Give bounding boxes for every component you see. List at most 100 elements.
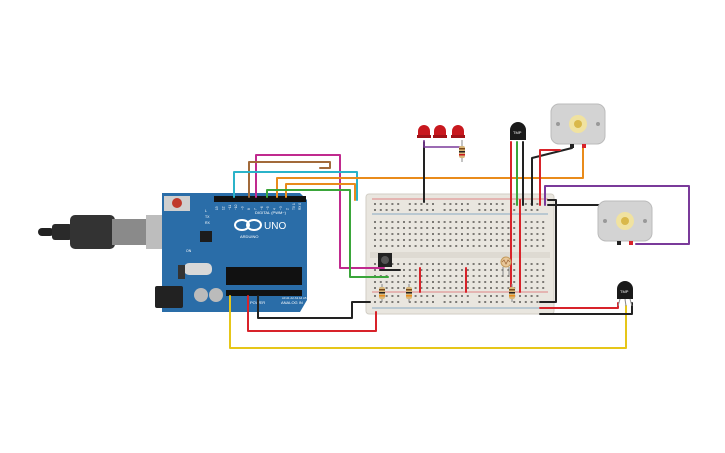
arduino-uno-board[interactable]: UNO ARDUINO DIGITAL (PWM~) POWER ANALOG … — [155, 193, 307, 312]
breadboard-hole — [472, 221, 475, 223]
led-2[interactable] — [433, 125, 447, 138]
breadboard-hole — [466, 233, 469, 235]
breadboard-hole — [495, 245, 498, 247]
breadboard-hole — [530, 275, 533, 277]
breadboard-hole — [461, 239, 463, 241]
led-resistor[interactable] — [459, 140, 465, 162]
breadboard-hole — [461, 233, 463, 235]
resistor-2[interactable] — [406, 284, 412, 302]
breadboard-hole — [542, 281, 545, 283]
breadboard-hole — [391, 227, 394, 229]
breadboard-hole — [507, 275, 510, 277]
breadboard-hole — [426, 295, 429, 297]
breadboard-hole — [385, 239, 388, 241]
breadboard-hole — [443, 295, 446, 297]
breadboard-hole — [466, 295, 469, 297]
digital-pin-label: ~9 — [241, 206, 245, 210]
breadboard-hole — [408, 245, 411, 247]
breadboard-hole — [501, 275, 504, 277]
breadboard-hole — [391, 281, 394, 283]
breadboard-hole — [524, 203, 527, 205]
breadboard-hole — [495, 295, 498, 297]
led-1[interactable] — [417, 125, 431, 138]
breadboard-hole — [524, 239, 527, 241]
breadboard-hole — [524, 245, 527, 247]
breadboard-hole — [443, 301, 446, 303]
breadboard-hole — [495, 209, 498, 211]
breadboard-hole — [443, 263, 446, 265]
photoresistor[interactable] — [500, 256, 512, 275]
board-brand: UNO — [264, 221, 286, 232]
breadboard-hole — [455, 227, 458, 229]
breadboard-holes — [374, 203, 545, 303]
breadboard-hole — [478, 287, 481, 289]
breadboard-hole — [472, 245, 475, 247]
breadboard-hole — [484, 221, 487, 223]
breadboard-hole — [426, 227, 429, 229]
breadboard-hole — [478, 203, 481, 205]
tmp-sensor-right[interactable]: TMP — [617, 281, 633, 307]
reset-button[interactable] — [172, 198, 182, 208]
breadboard-hole — [414, 227, 417, 229]
resistor-3[interactable] — [509, 284, 515, 302]
breadboard-hole — [420, 245, 423, 247]
breadboard-hole — [536, 295, 539, 297]
breadboard-hole — [461, 301, 463, 303]
breadboard-hole — [513, 245, 516, 247]
breadboard-hole — [542, 287, 545, 289]
breadboard-hole — [432, 263, 434, 265]
breadboard-hole — [490, 209, 492, 211]
breadboard-hole — [524, 275, 527, 277]
breadboard-hole — [391, 209, 394, 211]
breadboard-hole — [420, 287, 423, 289]
breadboard-hole — [379, 227, 382, 229]
breadboard-hole — [414, 301, 417, 303]
breadboard-hole — [449, 221, 452, 223]
breadboard-hole — [449, 209, 452, 211]
breadboard-hole — [495, 227, 498, 229]
usb-cable — [38, 215, 168, 249]
power-analog-header — [226, 290, 302, 296]
dc-motor-2[interactable] — [597, 200, 653, 245]
resistor-1[interactable] — [379, 284, 385, 302]
breadboard-hole — [455, 275, 458, 277]
breadboard-hole — [513, 227, 516, 229]
breadboard-hole — [501, 245, 504, 247]
breadboard-hole — [472, 275, 475, 277]
breadboard-hole — [414, 269, 417, 271]
breadboard-hole — [501, 209, 504, 211]
breadboard-hole — [374, 287, 376, 289]
breadboard-hole — [432, 275, 434, 277]
digital-pin-label: 12 — [221, 206, 225, 210]
dc-motor-1[interactable] — [550, 103, 606, 148]
breadboard-hole — [536, 209, 539, 211]
led-3[interactable] — [451, 125, 465, 138]
breadboard-hole — [472, 233, 475, 235]
tmp-sensor-top[interactable]: TMP — [510, 122, 526, 140]
breadboard-hole — [374, 245, 376, 247]
breadboard-hole — [414, 245, 417, 247]
breadboard-hole — [478, 209, 481, 211]
breadboard-hole — [432, 287, 434, 289]
breadboard-hole — [449, 245, 452, 247]
breadboard[interactable] — [365, 193, 555, 315]
breadboard-hole — [403, 263, 405, 265]
breadboard-hole — [484, 281, 487, 283]
breadboard-hole — [374, 233, 376, 235]
breadboard-hole — [426, 239, 429, 241]
breadboard-hole — [437, 281, 440, 283]
breadboard-hole — [443, 275, 446, 277]
wire-cyan — [233, 171, 358, 201]
breadboard-hole — [414, 295, 417, 297]
breadboard-hole — [437, 287, 440, 289]
analog-pin-label: A5 — [303, 296, 307, 300]
breadboard-hole — [524, 301, 527, 303]
push-button[interactable] — [378, 253, 392, 267]
breadboard-hole — [542, 275, 545, 277]
breadboard-hole — [420, 281, 423, 283]
breadboard-hole — [472, 227, 475, 229]
breadboard-hole — [507, 287, 510, 289]
breadboard-hole — [437, 269, 440, 271]
analog-pin-label: A2 — [290, 296, 294, 300]
breadboard-hole — [437, 245, 440, 247]
